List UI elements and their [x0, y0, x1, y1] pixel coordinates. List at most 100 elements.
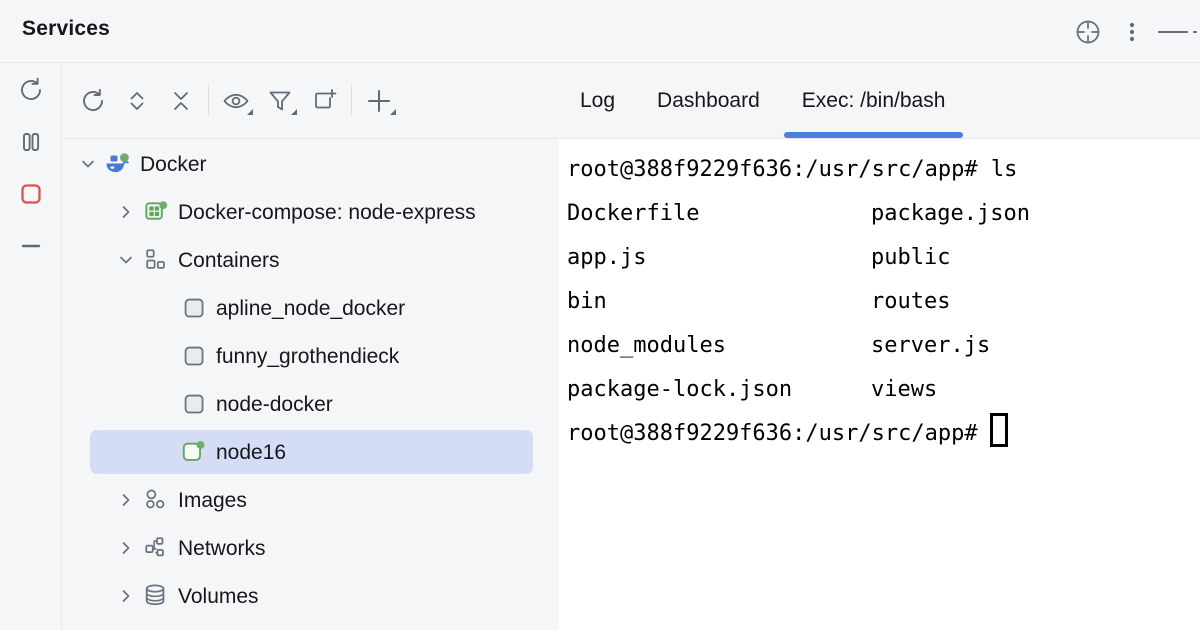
tree-item-label: apline_node_docker	[216, 296, 406, 320]
tree-item-label: node-docker	[216, 392, 333, 416]
container-running-icon	[179, 439, 209, 465]
toolbar-separator	[351, 86, 352, 116]
terminal-cell: app.js	[567, 245, 647, 270]
terminal-cursor	[989, 413, 1008, 447]
tab-exec-bin-bash[interactable]: Exec: /bin/bash	[781, 64, 967, 138]
tree-expander[interactable]	[115, 201, 137, 223]
chevron-updown-icon	[130, 92, 144, 110]
refresh-icon	[83, 88, 103, 111]
tree-item-label: Networks	[178, 536, 266, 560]
tree-expander[interactable]	[115, 585, 137, 607]
plus-icon	[368, 90, 390, 112]
pause-button[interactable]	[0, 116, 62, 168]
collapse-x-icon	[174, 92, 188, 110]
refresh-icon	[21, 77, 41, 100]
pause-icon	[23, 133, 40, 151]
tree-item-node16[interactable]: node16	[63, 428, 558, 476]
compose-grid-icon	[141, 199, 171, 225]
container-running-icon	[182, 441, 205, 461]
terminal-cell: server.js	[871, 333, 991, 358]
tree-item-funny-grothendieck[interactable]: funny_grothendieck	[63, 332, 558, 380]
images-icon	[141, 487, 171, 513]
tab-label: Log	[580, 89, 616, 112]
detail-panel: Log Dashboard Exec: /bin/bash root@388f922…	[559, 64, 1200, 630]
terminal-cell: Dockerfile	[567, 201, 700, 226]
tree-expander[interactable]	[115, 489, 137, 511]
tab-log[interactable]: Log	[559, 64, 636, 138]
containers-icon	[141, 247, 171, 273]
collapse-all-button[interactable]	[159, 79, 203, 123]
chevron-right-icon	[122, 590, 130, 602]
minimize-dash-clipped	[1193, 30, 1197, 33]
collapse-button[interactable]	[0, 220, 62, 272]
tree-item-containers[interactable]: Containers	[63, 236, 558, 284]
minimize-dash	[1158, 30, 1188, 33]
eye-icon	[223, 93, 249, 109]
tree-item-networks[interactable]: Networks	[63, 524, 558, 572]
chevron-down-icon	[390, 109, 396, 115]
terminal-cell: bin	[567, 289, 607, 314]
crosshair-icon[interactable]	[1066, 10, 1110, 54]
terminal-cell: views	[871, 377, 938, 402]
tree-item-label: Images	[178, 488, 247, 512]
docker-whale-icon	[103, 151, 133, 177]
tree-item-docker[interactable]: Docker	[63, 140, 558, 188]
chevron-right-icon	[122, 542, 130, 554]
tree-item-docker-compose-node-express[interactable]: Docker-compose: node-express	[63, 188, 558, 236]
tab-dashboard[interactable]: Dashboard	[636, 64, 781, 138]
tree-item-label: Volumes	[178, 584, 259, 608]
add-service-button[interactable]	[357, 79, 401, 123]
minus-icon	[21, 244, 41, 248]
terminal-cell: routes	[871, 289, 951, 314]
tree-item-node-docker[interactable]: node-docker	[63, 380, 558, 428]
exec-terminal[interactable]: root@388f9229f636:/usr/src/app# ls Docker…	[559, 140, 1200, 630]
tree-item-apline-node-docker[interactable]: apline_node_docker	[63, 284, 558, 332]
selection-highlight	[90, 430, 533, 474]
view-options-button[interactable]	[214, 79, 258, 123]
active-tab-indicator	[783, 132, 964, 138]
container-stopped-icon	[179, 391, 209, 417]
terminal-prompt-line: root@388f9229f636:/usr/src/app#	[567, 412, 1200, 456]
tree-item-label: Docker	[140, 152, 207, 176]
tree-item-label: Containers	[178, 248, 280, 272]
chevron-down-icon	[120, 256, 132, 264]
terminal-output-line: app.js public	[567, 236, 1200, 280]
tree-item-volumes[interactable]: Volumes	[63, 572, 558, 620]
container-stopped-icon	[179, 343, 209, 369]
tree-expander[interactable]	[77, 153, 99, 175]
compose-grid-icon	[144, 200, 167, 220]
tab-label: Exec: /bin/bash	[801, 89, 946, 112]
chevron-right-icon	[122, 206, 130, 218]
detail-tabs: Log Dashboard Exec: /bin/bash	[559, 64, 1200, 139]
volumes-icon	[141, 583, 171, 609]
title-bar-actions	[1066, 0, 1200, 63]
terminal-output-line: Dockerfile package.json	[567, 192, 1200, 236]
filter-button[interactable]	[258, 79, 302, 123]
expand-collapse-button[interactable]	[115, 79, 159, 123]
tree-item-images[interactable]: Images	[63, 476, 558, 524]
networks-icon	[145, 537, 164, 557]
stop-square-icon	[21, 184, 41, 204]
networks-icon	[141, 535, 171, 561]
terminal-cell: package.json	[871, 201, 1030, 226]
tab-label: Dashboard	[657, 89, 760, 112]
terminal-prompt: root@388f9229f636:/usr/src/app# ls	[567, 157, 1018, 182]
refresh-button[interactable]	[71, 79, 115, 123]
terminal-output-line: package-lock.json views	[567, 368, 1200, 412]
tree-item-label: Docker-compose: node-express	[178, 200, 476, 224]
vertical-dots-icon[interactable]	[1110, 10, 1154, 54]
terminal-cell: public	[871, 245, 951, 270]
minimize-icon[interactable]	[1154, 10, 1200, 54]
container-stopped-icon	[179, 295, 209, 321]
container-stopped-icon	[184, 394, 203, 413]
container-stopped-icon	[184, 346, 203, 365]
tree-expander[interactable]	[115, 537, 137, 559]
refresh-services-button[interactable]	[0, 64, 62, 116]
tree-expander[interactable]	[115, 249, 137, 271]
terminal-cell: package-lock.json	[567, 377, 793, 402]
stop-button[interactable]	[0, 168, 62, 220]
containers-icon	[146, 249, 165, 269]
new-container-button[interactable]	[302, 79, 346, 123]
tree-toolbar	[63, 64, 558, 139]
